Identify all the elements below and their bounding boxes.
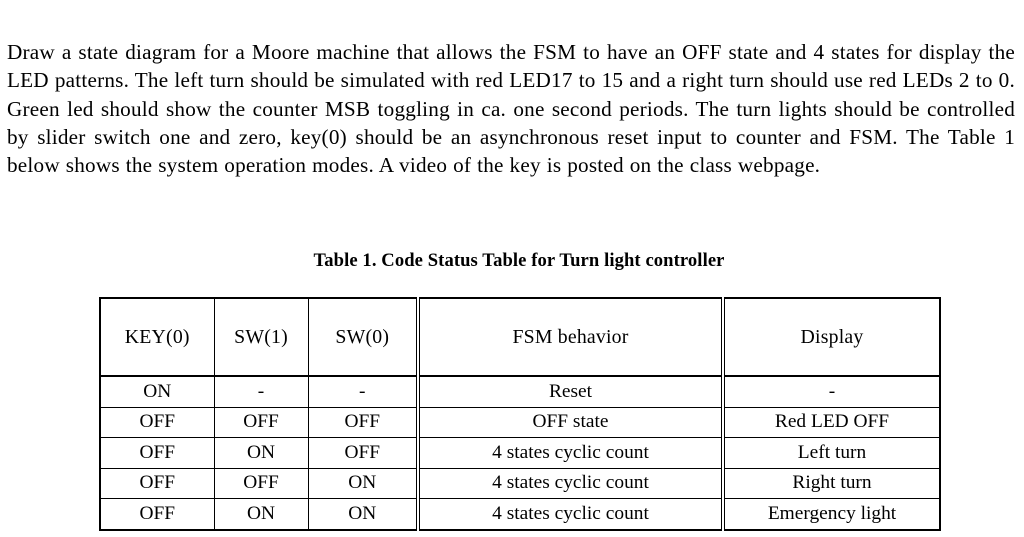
cell-fsm-behavior: 4 states cyclic count bbox=[416, 498, 724, 531]
cell-sw0: OFF bbox=[307, 406, 419, 438]
cell-sw1: OFF bbox=[213, 467, 309, 499]
table-row: OFF ON ON 4 states cyclic count Emergenc… bbox=[99, 498, 941, 531]
column-header-display: Display bbox=[721, 297, 941, 377]
cell-key0: OFF bbox=[99, 467, 215, 499]
cell-display: Right turn bbox=[721, 467, 941, 499]
cell-sw0: ON bbox=[307, 467, 419, 499]
table-header: KEY(0) SW(1) SW(0) FSM behavior Display bbox=[99, 297, 941, 377]
column-header-sw1: SW(1) bbox=[213, 297, 309, 377]
cell-sw1: ON bbox=[213, 437, 309, 469]
cell-fsm-behavior: Reset bbox=[416, 375, 724, 408]
table-row: OFF OFF OFF OFF state Red LED OFF bbox=[99, 406, 941, 438]
cell-sw1: OFF bbox=[213, 406, 309, 438]
cell-sw0: OFF bbox=[307, 437, 419, 469]
code-status-table-container: KEY(0) SW(1) SW(0) FSM behavior Display … bbox=[99, 297, 941, 531]
column-header-key0: KEY(0) bbox=[99, 297, 215, 377]
cell-key0: OFF bbox=[99, 498, 215, 531]
cell-sw0: - bbox=[307, 375, 419, 408]
column-header-sw0: SW(0) bbox=[307, 297, 419, 377]
cell-display: - bbox=[721, 375, 941, 408]
cell-key0: ON bbox=[99, 375, 215, 408]
code-status-table: KEY(0) SW(1) SW(0) FSM behavior Display … bbox=[99, 297, 941, 531]
column-header-fsm-behavior: FSM behavior bbox=[416, 297, 724, 377]
cell-sw1: ON bbox=[213, 498, 309, 531]
assignment-prompt-paragraph: Draw a state diagram for a Moore machine… bbox=[7, 40, 1015, 177]
cell-fsm-behavior: OFF state bbox=[416, 406, 724, 438]
cell-key0: OFF bbox=[99, 437, 215, 469]
cell-sw1: - bbox=[213, 375, 309, 408]
cell-key0: OFF bbox=[99, 406, 215, 438]
cell-fsm-behavior: 4 states cyclic count bbox=[416, 467, 724, 499]
cell-sw0: ON bbox=[307, 498, 419, 531]
table-row: OFF OFF ON 4 states cyclic count Right t… bbox=[99, 467, 941, 499]
cell-display: Emergency light bbox=[721, 498, 941, 531]
table-body: ON - - Reset - OFF OFF OFF OFF state Red… bbox=[99, 375, 941, 531]
table-row: OFF ON OFF 4 states cyclic count Left tu… bbox=[99, 437, 941, 469]
cell-display: Left turn bbox=[721, 437, 941, 469]
cell-fsm-behavior: 4 states cyclic count bbox=[416, 437, 724, 469]
table-caption: Table 1. Code Status Table for Turn ligh… bbox=[313, 250, 725, 271]
table-header-row: KEY(0) SW(1) SW(0) FSM behavior Display bbox=[99, 297, 941, 377]
cell-display: Red LED OFF bbox=[721, 406, 941, 438]
table-row: ON - - Reset - bbox=[99, 375, 941, 408]
